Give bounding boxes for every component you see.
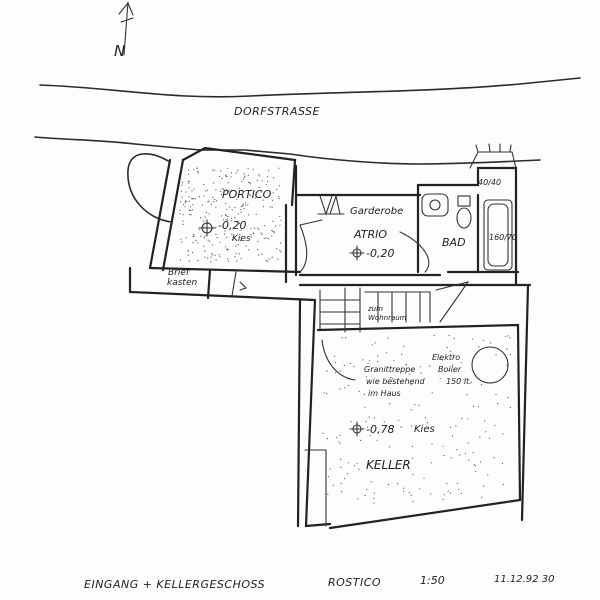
street-edge-north — [39, 77, 581, 98]
keller-name: KELLER — [366, 458, 411, 472]
project-name: ROSTICO — [328, 576, 381, 589]
keller-floor: Kies — [414, 424, 435, 435]
portico-floor: Kies — [232, 234, 251, 244]
basement-stair-curve — [321, 339, 356, 381]
atrio-inner-arc — [399, 231, 430, 273]
granittreppe-label-3: im Haus — [368, 389, 401, 398]
elektro-label: Elektro — [432, 353, 460, 362]
boiler-icon — [471, 346, 509, 384]
atrio-level-marker-icon — [349, 245, 365, 261]
toilet-icon — [456, 195, 472, 229]
granittreppe-label-2: wie bestehend — [366, 377, 426, 386]
granittreppe-label-1: Granittreppe — [364, 365, 415, 374]
drawing-scale: 1:50 — [420, 574, 445, 587]
portico-name: PORTICO — [222, 188, 272, 201]
entrance-arc — [127, 153, 173, 223]
portico-gravel-hatch — [179, 167, 282, 263]
briefkasten-label-1: Brief — [168, 268, 191, 278]
boiler-capacity-label: 150 lt. — [446, 377, 472, 386]
stair-hatch — [319, 281, 470, 333]
keller-level-marker-icon — [349, 421, 365, 437]
atrio-level: -0,20 — [366, 247, 394, 260]
basement-gravel-hatch — [322, 334, 511, 504]
north-label: N — [114, 42, 125, 60]
street-label: DORFSTRASSE — [234, 105, 320, 118]
briefkasten-label-2: kasten — [167, 278, 197, 288]
garderobe-hooks-icon — [317, 193, 345, 216]
north-arrow-icon — [118, 1, 134, 56]
portico-level-marker-icon — [198, 219, 216, 237]
zum-wohnraum-label-1: zum — [367, 305, 383, 313]
garderobe-label: Garderobe — [350, 206, 403, 217]
bathtub-dimension: 160/70 — [489, 233, 517, 242]
bathtub-icon — [483, 199, 513, 271]
building-walls — [128, 146, 532, 530]
portico-level: -0,20 — [218, 219, 246, 232]
atrio-door-arc — [299, 224, 308, 273]
bad-name: BAD — [442, 236, 466, 249]
boiler-label: Boiler — [438, 365, 462, 374]
briefkasten-box — [231, 271, 248, 297]
zum-wohnraum-label-2: Wohnraum — [368, 314, 407, 322]
drawing-title: EINGANG + KELLERGESCHOSS — [84, 578, 265, 591]
chimney-icon — [469, 143, 517, 169]
atrio-name: ATRIO — [353, 228, 387, 241]
chimney-dimension: 40/40 — [478, 178, 501, 187]
drawing-date: 11.12.92 30 — [494, 574, 554, 585]
washbasin-icon — [421, 193, 449, 217]
keller-level: -0,78 — [366, 423, 394, 436]
